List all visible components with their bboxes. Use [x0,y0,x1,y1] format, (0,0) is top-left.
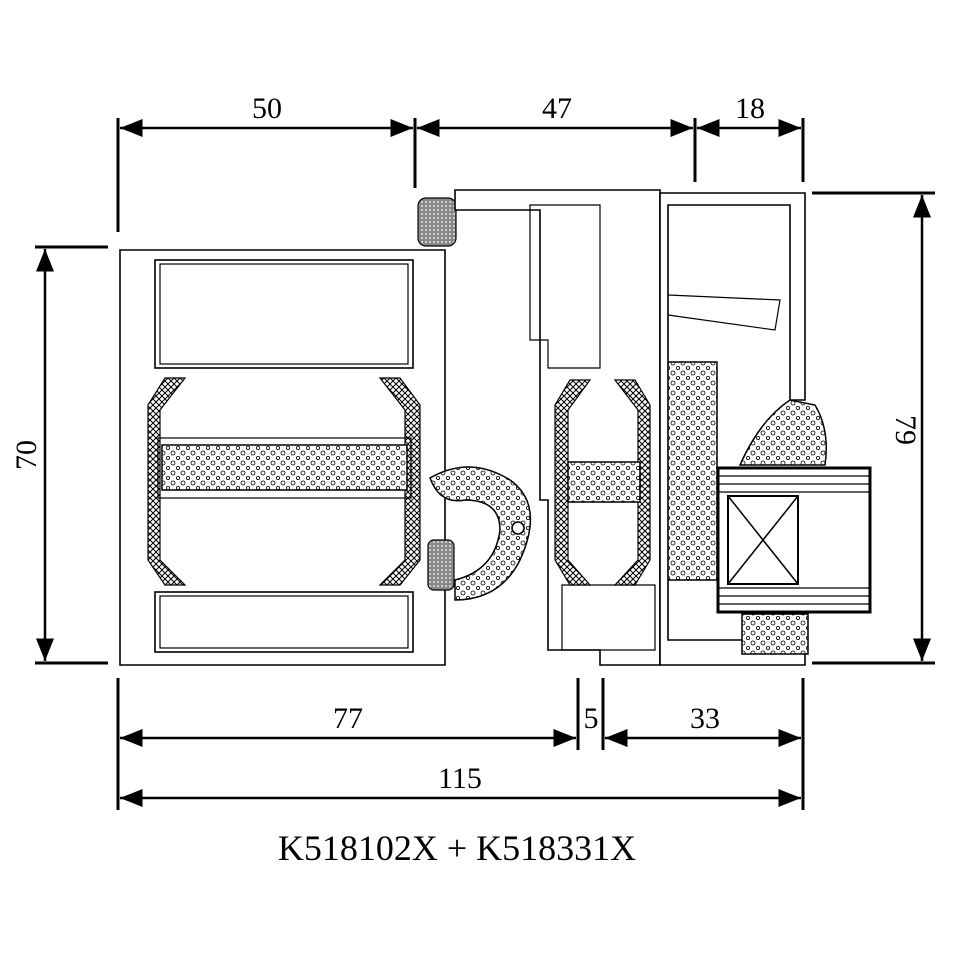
glass-unit [716,466,872,614]
dimension-label: 70 [10,440,43,470]
glass-panes [718,475,870,605]
insulation-insert [567,461,641,503]
top-gasket [417,197,457,247]
lower-chamber [154,591,414,653]
dimension-label: 5 [584,702,599,735]
upper-chamber [154,259,414,369]
dimension-label: 33 [690,702,720,735]
right-profile [659,192,872,666]
thermal-break-left [147,377,187,586]
glass-outline [716,466,872,614]
bottom-gasket [741,613,809,655]
center-seal [429,466,532,601]
left-height-dimension: 70 [10,245,108,665]
left-profile [119,197,532,666]
spacer [727,495,799,585]
dimension-label: 115 [438,762,482,795]
thermal-break [613,379,651,586]
insert-cavity [157,437,412,499]
dimension-label: 47 [542,92,572,125]
dimension-label: 77 [333,702,363,735]
dimension-label: 18 [735,92,765,125]
dimension-label: 50 [252,92,282,125]
thermal-break-right [378,377,421,586]
bottom-dimension-chain: 77 5 33 115 [116,678,805,810]
gasket [427,539,455,591]
middle-profile [454,189,718,666]
spacer-cross [727,495,799,585]
seal-hole [511,521,525,535]
thermal-break [554,379,592,586]
frame-chamber [529,204,601,369]
bead-clip [667,294,781,331]
insulation-strip [664,361,718,581]
glazing-gasket [738,399,827,466]
chamber-inner [159,595,409,649]
insulation-insert [161,444,408,491]
dimension-label: 79 [889,415,922,445]
top-dimension-chain: 50 47 18 [116,92,805,232]
profile-code-caption: K518102X + K518331X [278,828,636,868]
glazing-bead-outline [659,192,806,666]
chamber-inner [159,263,409,365]
right-height-dimension: 79 [812,191,935,665]
